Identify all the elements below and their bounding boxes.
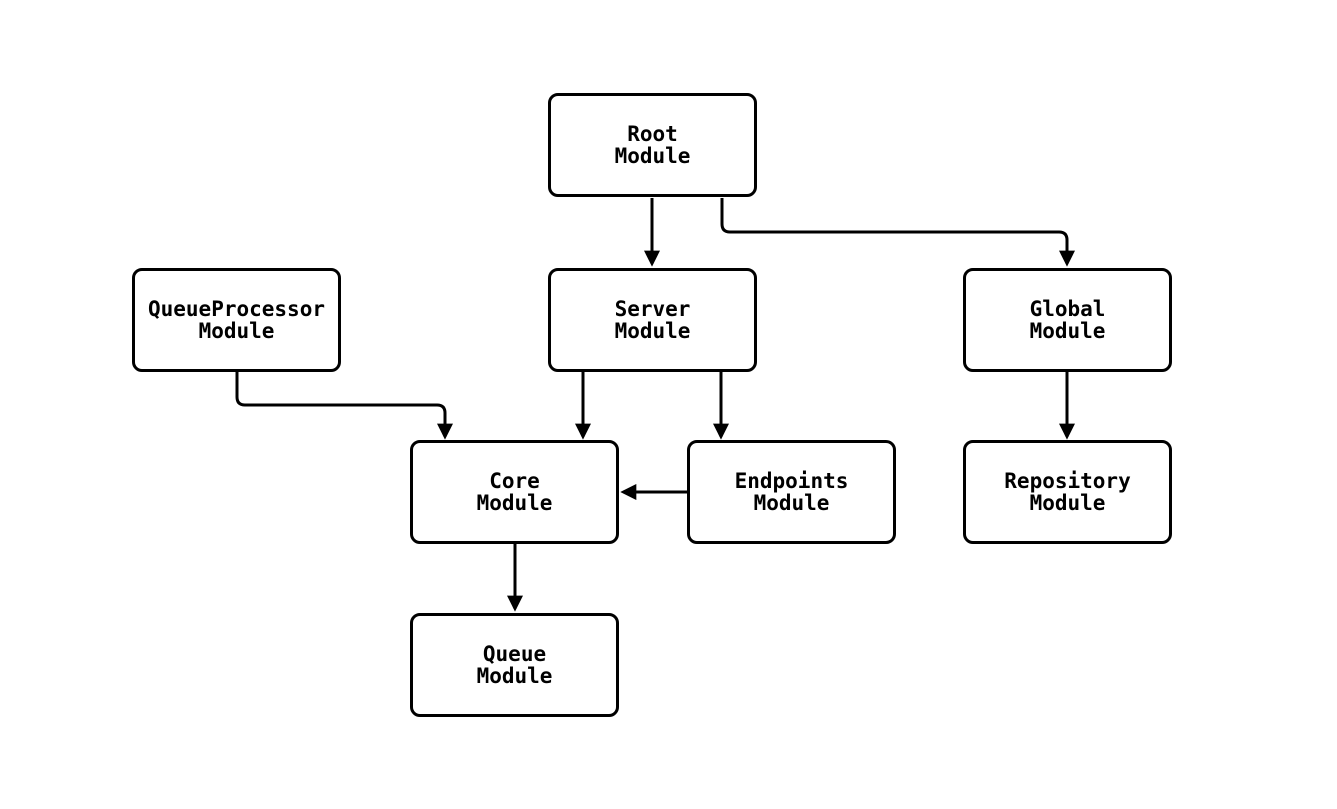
node-queue-label-line2: Module — [476, 664, 553, 688]
node-root-module: Root Module — [548, 93, 757, 197]
node-global-label-line2: Module — [1029, 319, 1106, 343]
node-server-label-line1: Server — [614, 297, 691, 321]
node-queue-label-line1: Queue — [482, 642, 547, 666]
node-queue-module: Queue Module — [410, 613, 619, 717]
node-endpoints-label-line2: Module — [753, 491, 830, 515]
node-core-label-line1: Core — [489, 469, 540, 493]
edge-root-to-global — [720, 198, 1075, 267]
node-server-module: Server Module — [548, 268, 757, 372]
node-repository-label-line2: Module — [1029, 491, 1106, 515]
node-global-module: Global Module — [963, 268, 1172, 372]
node-core-module: Core Module — [410, 440, 619, 544]
node-repository-label-line1: Repository — [1004, 469, 1131, 493]
node-queueprocessor-label-line2: Module — [198, 319, 275, 343]
edge-queueprocessor-to-core — [235, 372, 453, 440]
node-core-label-line2: Module — [476, 491, 553, 515]
node-endpoints-module: Endpoints Module — [687, 440, 896, 544]
node-root-label-line1: Root — [627, 122, 678, 146]
node-queueprocessor-label-line1: QueueProcessor — [147, 297, 325, 321]
node-server-label-line2: Module — [614, 319, 691, 343]
node-endpoints-label-line1: Endpoints — [734, 469, 849, 493]
node-repository-module: Repository Module — [963, 440, 1172, 544]
node-queueprocessor-module: QueueProcessor Module — [132, 268, 341, 372]
node-global-label-line1: Global — [1029, 297, 1106, 321]
node-root-label-line2: Module — [614, 144, 691, 168]
